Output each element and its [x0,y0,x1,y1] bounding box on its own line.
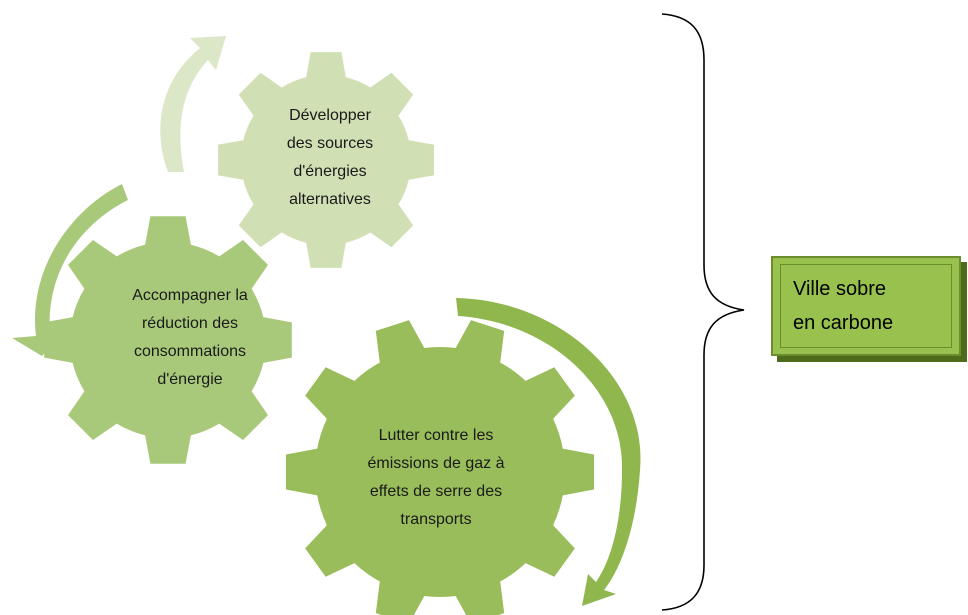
gear-alternatives-text-line: d'énergies [293,163,366,180]
gear-transport-text-line: Lutter contre les [379,427,494,444]
gear-consumption: Accompagner la réduction des consommations… [44,216,292,464]
gear-group: Développer des sources d'énergies alternati… [44,52,594,615]
arrow-right [456,298,641,606]
gear-transport: Lutter contre les émissions de gaz à effet… [286,320,594,615]
gear-alternatives: Développer des sources d'énergies alternati… [218,52,434,268]
result-line: Ville sobre [793,278,887,300]
gear-consumption-text-line: d'énergie [157,371,222,388]
gear-consumption-text-line: consommations [134,343,246,360]
gear-transport-text-line: émissions de gaz à [368,455,505,472]
gear-alternatives-text-line: des sources [287,135,373,152]
arrow-top [160,36,226,172]
result-box: Ville sobre en carbone [771,256,961,356]
gear-consumption-text-line: Accompagner la [132,287,248,304]
curly-brace [661,13,745,611]
cycle-arrows [12,36,641,606]
gear-alternatives-text-line: Développer [289,107,372,124]
gear-transport-shape [286,320,594,615]
gear-transport-text-line: effets de serre des [370,483,502,500]
result-line: en carbone [793,312,894,334]
result-label: Ville sobre en carbone [773,272,959,340]
gear-transport-text-line: transports [400,511,471,528]
arrow-left [12,184,128,356]
gear-alternatives-shape [218,52,434,268]
gear-consumption-text-line: réduction des [142,315,238,332]
gear-consumption-shape [44,216,292,464]
result-box-inner-border [780,264,952,348]
gear-alternatives-text-line: alternatives [289,191,371,208]
